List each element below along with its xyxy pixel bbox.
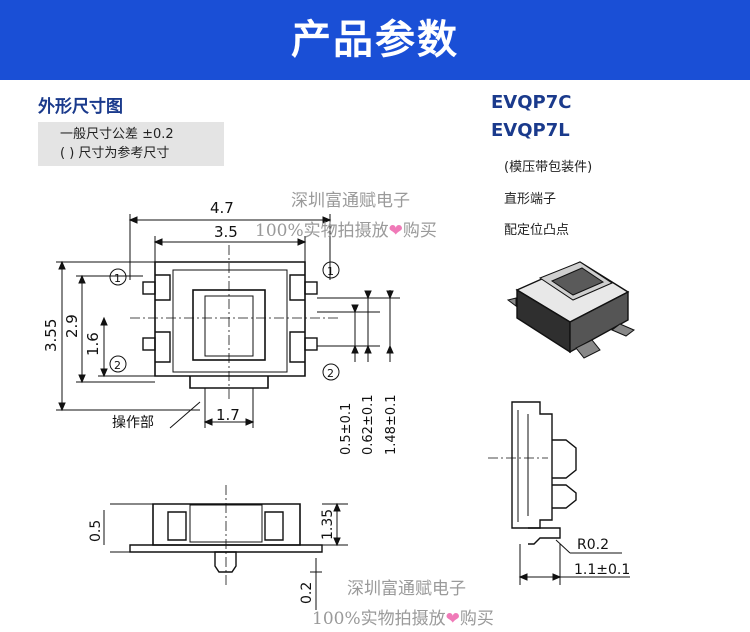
heart-icon: ❤ bbox=[445, 609, 460, 629]
heart-icon: ❤ bbox=[388, 221, 403, 241]
pin2-right-label: 2 bbox=[327, 367, 334, 380]
dim-tol-0-5: 0.5±0.1 bbox=[339, 403, 354, 455]
watermark-top-line1: 深圳富通赋电子 bbox=[291, 191, 410, 211]
dim-width-3-5: 3.5 bbox=[214, 223, 238, 241]
tolerance-line: 一般尺寸公差 ±0.2 bbox=[60, 127, 174, 142]
dim-width-1-7: 1.7 bbox=[216, 406, 240, 424]
section-title: 外形尺寸图 bbox=[38, 97, 123, 117]
watermark-top-line2: 100%实物拍摄放❤购买 bbox=[255, 216, 437, 241]
watermark-bottom-line1: 深圳富通赋电子 bbox=[347, 579, 466, 599]
switch-profile-view bbox=[488, 401, 577, 545]
pin1-right-label: 1 bbox=[327, 265, 334, 278]
dim-width-4-7: 4.7 bbox=[210, 199, 234, 217]
page-banner: 产品参数 bbox=[0, 0, 750, 80]
dim-side-1-35: 1.35 bbox=[320, 509, 336, 540]
switch-top-view bbox=[130, 245, 340, 400]
spec-packaging: (模压带包装件) bbox=[504, 160, 593, 175]
spec-boss: 配定位凸点 bbox=[504, 223, 570, 238]
watermark-top-text-a: 100%实物拍摄放 bbox=[255, 221, 389, 241]
dim-side-0-5: 0.5 bbox=[88, 520, 104, 542]
spec-terminal: 直形端子 bbox=[504, 192, 557, 207]
dim-height-3-55: 3.55 bbox=[42, 319, 60, 352]
reference-line: ( ) 尺寸为参考尺寸 bbox=[60, 146, 170, 161]
watermark-bottom-text-a: 100%实物拍摄放 bbox=[312, 609, 446, 629]
dim-radius: R0.2 bbox=[577, 537, 609, 553]
watermark-top-text-b: 购买 bbox=[402, 221, 437, 241]
model-evqp7l: EVQP7L bbox=[491, 120, 570, 141]
pin2-left-label: 2 bbox=[114, 359, 121, 372]
pin1-left-label: 1 bbox=[114, 272, 121, 285]
switch-side-view bbox=[129, 485, 323, 585]
dim-side-0-2: 0.2 bbox=[299, 582, 315, 604]
watermark-bottom-line2: 100%实物拍摄放❤购买 bbox=[312, 604, 494, 629]
dim-height-2-9: 2.9 bbox=[63, 314, 81, 338]
actuator-label: 操作部 bbox=[112, 415, 154, 431]
watermark-bottom-text-b: 购买 bbox=[459, 609, 494, 629]
model-evqp7c: EVQP7C bbox=[491, 92, 572, 113]
switch-3d-sketch bbox=[506, 261, 635, 359]
dim-tol-1-48: 1.48±0.1 bbox=[384, 394, 399, 455]
dim-height-1-6: 1.6 bbox=[84, 332, 102, 356]
dim-tol-0-62: 0.62±0.1 bbox=[361, 394, 376, 455]
tolerance-note: 一般尺寸公差 ±0.2 ( ) 尺寸为参考尺寸 bbox=[38, 122, 224, 166]
dim-tol-1-1: 1.1±0.1 bbox=[574, 562, 630, 578]
